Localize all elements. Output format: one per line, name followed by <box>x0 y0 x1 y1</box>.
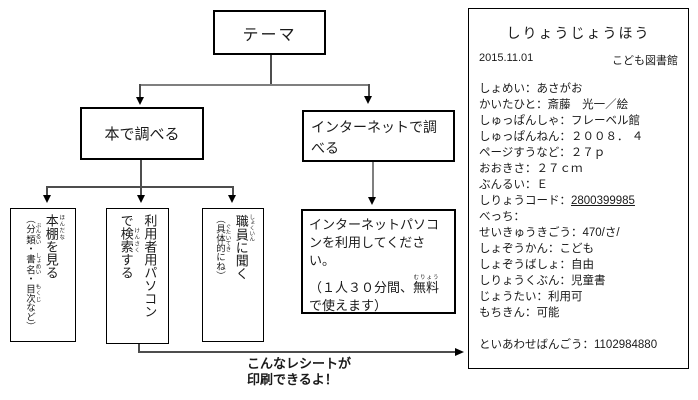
connector-internet-drop <box>372 162 374 198</box>
connector-left-stem <box>139 84 141 97</box>
ask-staff-detail-label: （具体的ぐたいてきにね） <box>214 214 231 281</box>
receipt-field-size: おおきさ：２７ｃｍ <box>479 163 583 175</box>
internet-pc-instruction-node: インターネットパソコンを利用してください。 （１人３０分間、無料むりょうで使えま… <box>301 209 456 314</box>
receipt-inquiry-number: といあわせばんごう：1102984880 <box>479 339 658 351</box>
arrow-down-icon <box>228 195 236 203</box>
connector-receipt-vertical <box>138 344 140 352</box>
receipt-field-material-code: しりょうコード：2800399985 <box>479 193 678 209</box>
research-on-internet-label: インターネットで調べる <box>311 119 437 156</box>
receipt-field-pages: ページすうなど：２７ｐ <box>479 147 606 159</box>
receipt-panel: しりょうじょうほう 2015.11.01 こども図書館 しょめい：あさがお かい… <box>468 8 689 369</box>
receipt-field-author: かいたひと：斎藤 光一／絵 <box>479 99 629 111</box>
search-user-pc-node: 利用者用パソコン で検索けんさくする <box>106 208 169 344</box>
arrow-down-icon <box>364 96 372 104</box>
receipt-field-material-type: しりょうくぶん：児童書 <box>479 275 606 287</box>
look-at-bookshelf-node: 本棚ほんだなを見る （分類ぶんるい・書名しょめい・目次もくじなど） <box>10 208 76 342</box>
theme-node: テーマ <box>213 10 326 55</box>
connector-staff-stem <box>232 186 234 196</box>
receipt-date-row: 2015.11.01 こども図書館 <box>479 52 678 68</box>
connector-receipt-horizontal <box>138 351 455 353</box>
connector-shelf-stem <box>46 186 48 196</box>
arrow-down-icon <box>137 195 145 203</box>
connector-right-stem <box>368 84 370 97</box>
arrow-down-icon <box>136 97 144 105</box>
receipt-field-call-number: せいきゅうきごう：470/さ/ <box>479 227 620 239</box>
receipt-field-pubyear: しゅっぱんねん：２００８． ４ <box>479 131 644 143</box>
connector-searchpc-stem <box>140 186 142 196</box>
receipt-note-line2: 印刷できるよ！ <box>247 372 338 387</box>
receipt-field-takeout: もちきん：可能 <box>479 307 560 319</box>
user-pc-label: 利用者用パソコン <box>142 214 158 318</box>
receipt-body: しょめい：あさがお かいたひと：斎藤 光一／絵 しゅっぱんしゃ：フレーベル館 し… <box>479 81 678 321</box>
receipt-note: こんなレシートが 印刷できるよ！ <box>247 356 351 388</box>
receipt-date: 2015.11.01 <box>479 52 534 64</box>
connector-theme-drop <box>270 55 272 85</box>
receipt-field-status: じょうたい：利用可 <box>479 291 583 303</box>
internet-pc-instruction-text: インターネットパソコンを利用してください。 <box>309 217 440 268</box>
receipt-library-name: こども図書館 <box>612 55 678 67</box>
ask-staff-node: 職員しょくいんに聞く （具体的ぐたいてきにね） <box>202 208 264 342</box>
receipt-field-location: しょぞうばしょ：自由 <box>479 259 594 271</box>
research-with-books-label: 本で調べる <box>104 126 180 143</box>
receipt-note-line1: こんなレシートが <box>247 356 352 371</box>
research-with-books-node: 本で調べる <box>80 107 204 160</box>
look-at-bookshelf-label: 本棚ほんだなを見る <box>43 214 65 279</box>
research-on-internet-node: インターネットで調べる <box>302 110 455 162</box>
arrow-down-icon <box>43 195 51 203</box>
material-code-value: 2800399985 <box>571 195 635 207</box>
material-code-label: しりょうコード： <box>479 195 571 207</box>
search-with-label: で検索けんさくする <box>118 214 140 279</box>
receipt-field-publisher: しゅっぱんしゃ：フレーベル館 <box>479 115 640 127</box>
arrow-down-icon <box>368 197 376 205</box>
bookshelf-detail-label: （分類ぶんるい・書名しょめい・目次もくじなど） <box>24 214 41 331</box>
receipt-field-betchi: べっち： <box>479 211 525 223</box>
connector-main-branch <box>139 84 370 86</box>
receipt-field-title: しょめい：あさがお <box>479 83 583 95</box>
connector-books-drop <box>140 160 142 187</box>
arrow-right-icon <box>455 348 464 356</box>
internet-pc-conditions-text: （１人３０分間、無料むりょうで使えます） <box>309 275 440 313</box>
receipt-field-class: ぶんるい：Ｅ <box>479 179 548 191</box>
theme-label: テーマ <box>242 26 297 44</box>
receipt-field-holding-library: しょぞうかん：こども <box>479 243 594 255</box>
receipt-title: しりょうじょうほう <box>506 25 651 41</box>
ask-staff-label: 職員しょくいんに聞く <box>233 214 255 281</box>
